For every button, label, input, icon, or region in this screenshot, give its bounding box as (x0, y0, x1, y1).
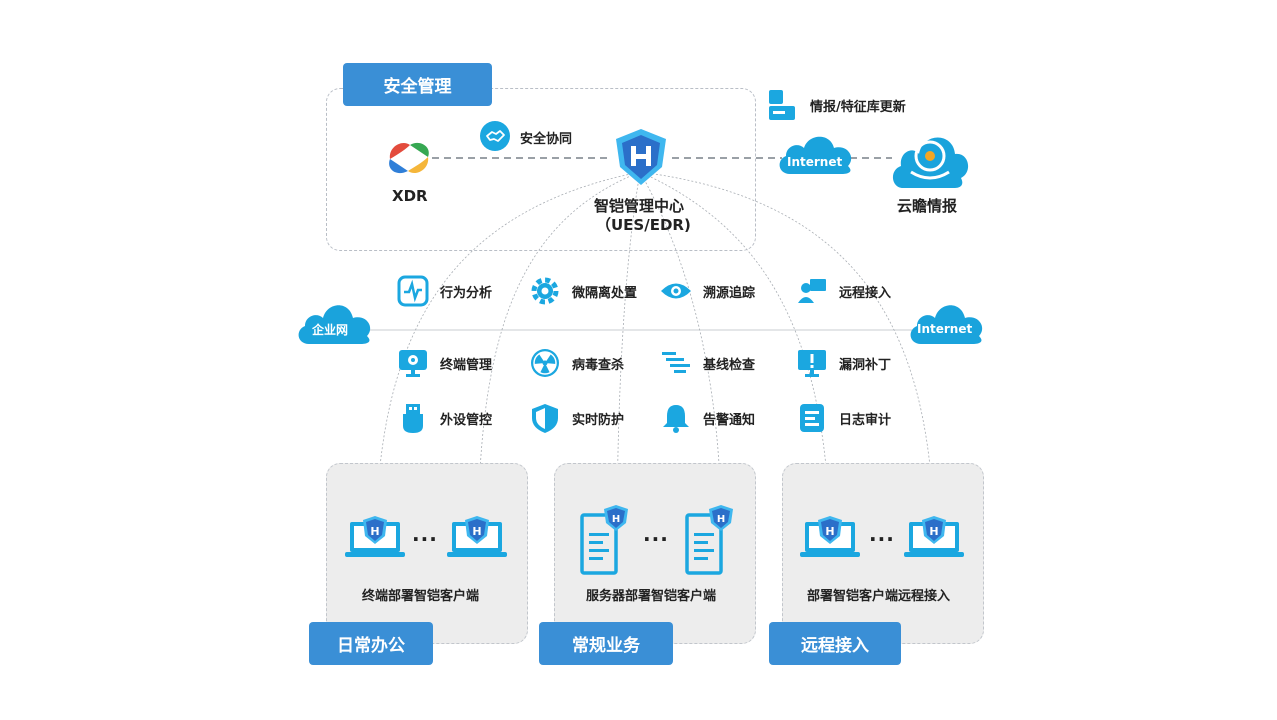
internet-cloud-right (905, 296, 989, 346)
database-icon (767, 89, 797, 121)
feature-vuln-patch: 漏洞补丁 (795, 346, 891, 380)
ellipsis: ··· (869, 527, 895, 551)
yunzhan-label: 云瞻情报 (897, 197, 958, 215)
feature-trace: 溯源追踪 (659, 274, 755, 308)
feature-label: 日志审计 (839, 412, 892, 428)
enterprise-network-label: 企业网 (312, 323, 349, 337)
log-icon (795, 401, 829, 435)
svg-text:H: H (472, 525, 481, 538)
svg-text:H: H (717, 514, 725, 525)
feature-label: 终端管理 (440, 357, 493, 373)
svg-text:H: H (825, 525, 834, 538)
svg-text:H: H (612, 514, 620, 525)
feature-label: 行为分析 (440, 285, 493, 301)
security-mgmt-tag: 安全管理 (343, 63, 492, 106)
server-icon: H (683, 503, 735, 575)
ellipsis: ··· (643, 527, 669, 551)
group-caption: 终端部署智铠客户端 (362, 589, 480, 604)
feature-label: 病毒查杀 (572, 357, 625, 373)
feature-label: 外设管控 (440, 412, 493, 428)
center-title: 智铠管理中心 (594, 197, 685, 215)
ellipsis: ··· (412, 527, 438, 551)
group-tag: 常规业务 (539, 622, 673, 665)
feature-terminal-mgmt: 终端管理 (396, 346, 492, 380)
group-caption: 服务器部署智铠客户端 (586, 589, 717, 604)
group-tag: 远程接入 (769, 622, 901, 665)
feature-label: 基线检查 (703, 357, 756, 373)
feature-log-audit: 日志审计 (795, 401, 891, 435)
collab-label: 安全协同 (520, 132, 573, 147)
baseline-icon (659, 346, 693, 380)
enterprise-network-cloud (293, 296, 377, 346)
center-subtitle: （UES/EDR) (596, 216, 691, 234)
laptop-icon: H (800, 504, 862, 560)
svg-text:H: H (929, 525, 938, 538)
xdr-label: XDR (392, 187, 428, 205)
terminal-icon (396, 346, 430, 380)
usb-icon (396, 401, 430, 435)
internet-cloud-top-label: Internet (787, 155, 843, 169)
feature-micro-isolation: 微隔离处置 (528, 274, 637, 308)
feature-label: 微隔离处置 (572, 285, 638, 301)
feature-virus-scan: 病毒查杀 (528, 346, 624, 380)
monitor-alert-icon (795, 346, 829, 380)
xdr-logo (386, 139, 432, 177)
security-mgmt-frame (326, 88, 756, 251)
feature-realtime-protect: 实时防护 (528, 401, 624, 435)
handshake-icon (480, 121, 510, 151)
gear-icon (528, 274, 562, 308)
group-tag: 日常办公 (309, 622, 433, 665)
feature-label: 远程接入 (839, 285, 892, 301)
group-caption: 部署智铠客户端远程接入 (807, 589, 951, 604)
laptop-icon: H (345, 504, 407, 560)
feature-peripheral: 外设管控 (396, 401, 492, 435)
feature-label: 溯源追踪 (703, 285, 756, 301)
internet-cloud-top (774, 128, 858, 176)
shield-icon (528, 401, 562, 435)
eye-icon (659, 274, 693, 308)
h-shield-logo (612, 127, 670, 187)
svg-text:H: H (370, 525, 379, 538)
laptop-icon: H (904, 504, 966, 560)
bell-icon (659, 401, 693, 435)
laptop-icon: H (447, 504, 509, 560)
remote-user-icon (795, 274, 829, 308)
server-icon: H (578, 503, 630, 575)
feature-remote-access: 远程接入 (795, 274, 891, 308)
radiation-icon (528, 346, 562, 380)
feature-label: 漏洞补丁 (839, 357, 892, 373)
feature-behavior-analysis: 行为分析 (396, 274, 492, 308)
behavior-analysis-icon (396, 274, 430, 308)
yunzhan-cloud-icon (889, 126, 971, 190)
feature-label: 实时防护 (572, 412, 625, 428)
feature-alert: 告警通知 (659, 401, 755, 435)
feature-baseline: 基线检查 (659, 346, 755, 380)
feature-label: 告警通知 (703, 412, 756, 428)
intel-update-label: 情报/特征库更新 (810, 100, 906, 115)
internet-cloud-right-label: Internet (917, 322, 973, 336)
